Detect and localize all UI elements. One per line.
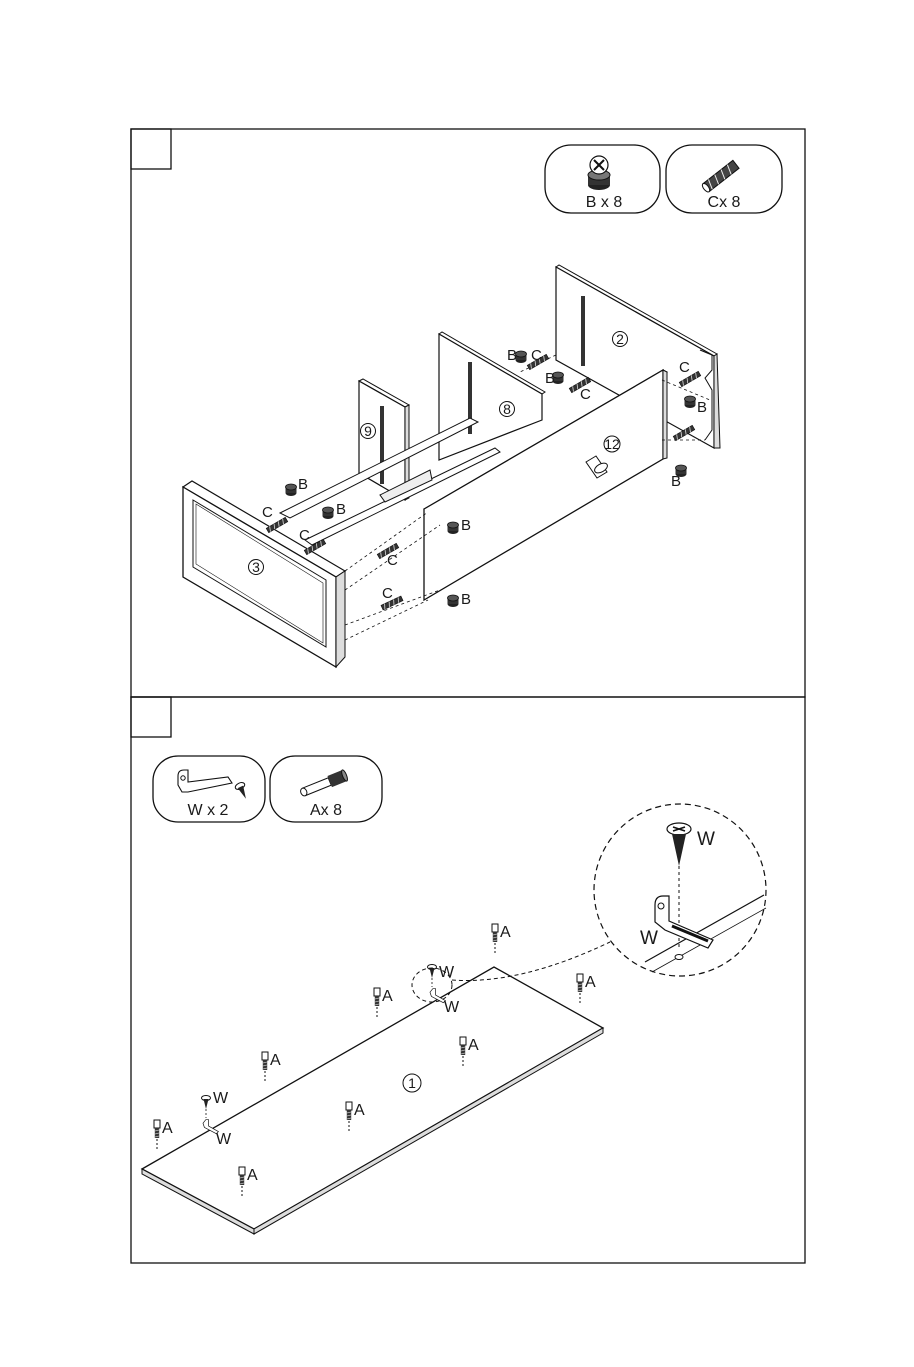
callout-C: C — [262, 504, 273, 521]
callout-C: C — [387, 552, 398, 569]
callout-C: C — [531, 347, 542, 364]
callout-A: A — [585, 974, 596, 991]
cam-lock-icon — [588, 156, 610, 190]
panel-8-number: 8 — [503, 401, 511, 417]
cam-lock-B-7 — [685, 396, 696, 408]
part-badge-W: W x 2 — [153, 756, 265, 822]
callout-A: A — [162, 1120, 173, 1137]
panel-3-number: 3 — [252, 559, 260, 575]
callout-A: A — [354, 1102, 365, 1119]
callout-B: B — [298, 476, 308, 493]
cam-lock-B-5 — [516, 351, 527, 363]
panel-9-number: 9 — [364, 423, 372, 439]
callout-C: C — [299, 527, 310, 544]
part-B-quantity-label: B x 8 — [586, 194, 623, 211]
step1-number-box — [131, 129, 171, 169]
part-badge-B: B x 8 — [545, 145, 660, 213]
callout-B: B — [336, 501, 346, 518]
callout-C: C — [382, 585, 393, 602]
detail-callout-W: W — [640, 928, 658, 949]
cam-lock-B-2 — [323, 507, 334, 519]
panel-8: 8 — [439, 332, 545, 460]
part-W-quantity-label: W x 2 — [188, 802, 229, 819]
callout-C: C — [580, 386, 591, 403]
callout-A: A — [247, 1167, 258, 1184]
cam-bolt-A-1 — [492, 924, 498, 955]
callout-B: B — [507, 347, 517, 364]
detail-magnifier: W W — [412, 804, 766, 1002]
screw-W-2 — [202, 1096, 211, 1119]
cam-bolt-A-2 — [577, 974, 583, 1005]
callout-W: W — [444, 999, 460, 1016]
panel-12-number: 12 — [604, 436, 620, 452]
callout-A: A — [468, 1037, 479, 1054]
cam-bolt-A-7 — [154, 1120, 160, 1151]
callout-A: A — [382, 988, 393, 1005]
callout-C: C — [679, 359, 690, 376]
part-badge-C: Cx 8 — [666, 145, 782, 213]
step2-number-box — [131, 697, 171, 737]
step2-panel: W x 2 Ax 8 1 A — [131, 697, 805, 1263]
part-A-quantity-label: Ax 8 — [310, 802, 342, 819]
callout-B: B — [697, 399, 707, 416]
part-C-quantity-label: Cx 8 — [708, 194, 741, 211]
callout-W: W — [213, 1090, 229, 1107]
callout-W: W — [439, 964, 455, 981]
panel-9: 9 — [359, 379, 409, 500]
step1-panel: B x 8 Cx 8 3 — [131, 129, 805, 697]
panel-1: 1 — [142, 967, 603, 1234]
panel-1-number: 1 — [408, 1075, 416, 1091]
callout-B: B — [461, 591, 471, 608]
detail-callout-W: W — [697, 829, 715, 850]
callout-B: B — [461, 517, 471, 534]
callout-A: A — [270, 1052, 281, 1069]
panel-2-number: 2 — [616, 331, 624, 347]
cam-bolt-A-3 — [374, 988, 380, 1019]
cam-bolt-A-5 — [262, 1052, 268, 1083]
cam-lock-B-3 — [448, 522, 459, 534]
callout-A: A — [500, 924, 511, 941]
cam-lock-B-1 — [286, 484, 297, 496]
callout-W: W — [216, 1131, 232, 1148]
callout-B: B — [545, 370, 555, 387]
part-badge-A: Ax 8 — [270, 756, 382, 822]
cam-lock-B-4 — [448, 595, 459, 607]
callout-B: B — [671, 473, 681, 490]
